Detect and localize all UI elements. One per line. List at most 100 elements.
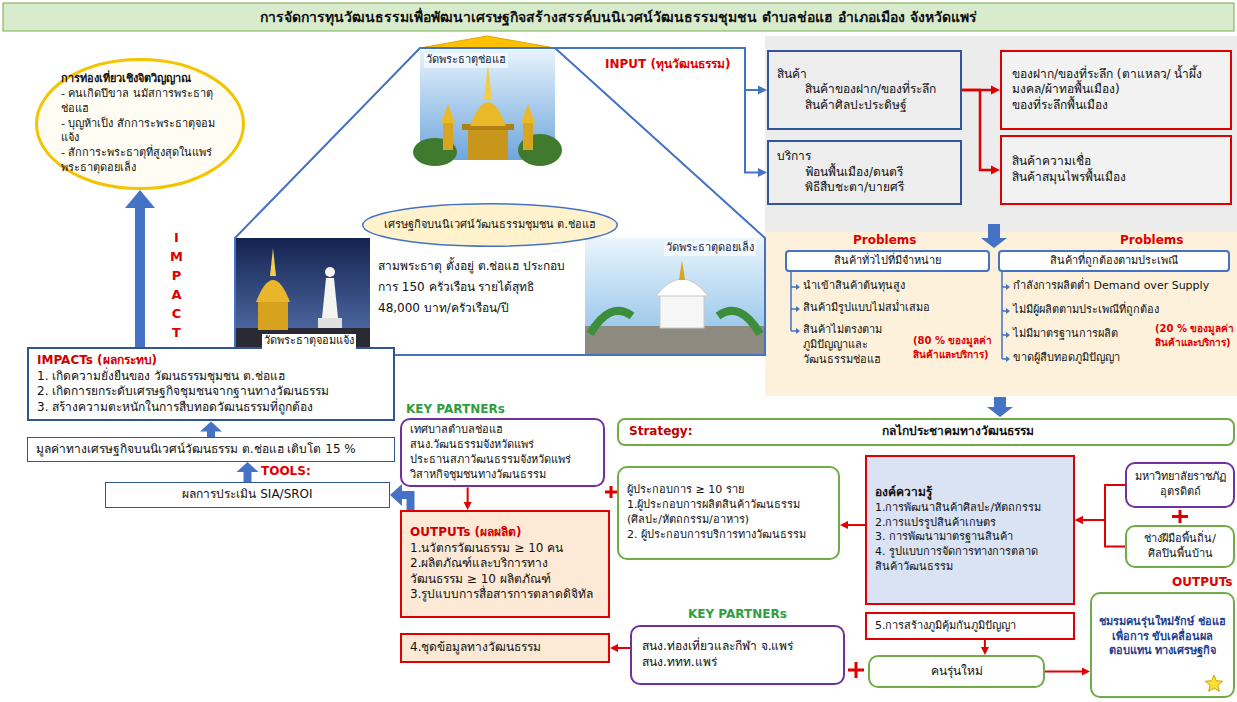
impact-box: IMPACTs (ผลกระทบ)1. เกิดความยั่งยืนของ ว… [27, 347, 395, 421]
roof-peak [420, 36, 555, 48]
arrow-head [390, 484, 402, 506]
naga [718, 311, 760, 334]
problem-item: กำลังการผลิตต่ำ Demand over Supply [1013, 279, 1209, 294]
small-stupa [443, 122, 453, 150]
node-text: 2.การแปรรูปสินค้าเกษตร [875, 516, 1065, 531]
impact-letters: IMPACT [170, 228, 183, 342]
block-arrow [981, 224, 1007, 248]
node-text: สนง.วัฒนธรรมจังหวัดแพร่ [410, 438, 595, 453]
connector-line [848, 524, 866, 526]
stupa-spire [270, 248, 276, 276]
bracket-head [1006, 332, 1010, 338]
buddha-head [325, 267, 335, 277]
problem-item: นำเข้าสินค้าต้นทุนสูง [803, 279, 905, 294]
connector [237, 462, 259, 482]
problem-item: ขาดผู้สืบทอดภูมิปัญญา [1013, 351, 1120, 366]
node-text: - คนเกิดปีขาล นมัสการพระธาตุช่อแฮ [61, 87, 223, 117]
connector [125, 190, 155, 347]
node-text: การท่องเที่ยวเชิงจิตวิญญาณ [61, 72, 223, 87]
outer-heading: TOOLS: [261, 464, 311, 480]
outer-heading: KEY PARTNERs [406, 402, 505, 418]
bracket-head [1006, 308, 1010, 314]
connector [1075, 516, 1125, 547]
node-text: สามพระธาตุ ตั้งอยู่ ต.ช่อแฮ ประกอบการ 15… [378, 256, 573, 319]
connector-line [555, 48, 758, 173]
node-text: บริการ [777, 149, 952, 165]
plus-sign [605, 486, 617, 498]
node-text: 4. รูปแบบการจัดการทางการตลาดสินค้าวัฒนธร… [875, 545, 1065, 575]
goods-box: สินค้าสินค้าของฝาก/ของที่ระลึกสินค้าศิลป… [767, 50, 962, 130]
ellipse-shape [37, 60, 244, 189]
block-arrow [987, 397, 1013, 417]
node-text: Strategy: [629, 424, 692, 440]
youth-box: คนรุ่นใหม่ [868, 655, 1045, 688]
node-text: 4.ชุดข้อมูลทางวัฒนธรรม [410, 640, 600, 656]
photo-sky [235, 238, 370, 355]
node-text: มหาวิทยาลัยราชภัฏ อุตรดิตถ์ [1132, 470, 1228, 500]
house-shape [235, 48, 765, 355]
node-text: สินค้าความเชื่อ [1012, 154, 1220, 170]
knowledge-box: 5.การสร้างภูมิคุ้มกันภูมิปัญญา [865, 612, 1075, 640]
node-text: 2. เกิดการยกระดับเศรษฐกิจชุมชนจากฐานทางว… [37, 384, 385, 400]
node-text: สินค้าศิลปะประดิษฐ์ [777, 98, 952, 114]
arrow-head [1082, 668, 1090, 676]
output-box: OUTPUTs (ผลผลิต)1.นวัตกรวัฒนธรรม ≥ 10 คน… [400, 510, 610, 618]
partner-box: KEY PARTNERsสนง.ท่องเที่ยวและกีฬา จ.แพร่… [630, 625, 845, 685]
arrow-head [991, 166, 1000, 175]
share-note: (80 % ของมูลค่า สินค้าและบริการ) [913, 334, 993, 361]
connector-line [962, 90, 992, 170]
arrow-head [125, 190, 155, 208]
economy-ellipse: เศรษฐกิจบนนิเวศน์วัฒนธรรมชุมชน ต.ช่อแฮ [362, 203, 618, 247]
node-text: องค์ความรู้ [875, 485, 1065, 501]
tools-box: TOOLS:ผลการประเมิน SIA/SROI [105, 482, 390, 508]
buddha-statue [322, 278, 338, 318]
photo-ground [585, 326, 765, 355]
input-panel [765, 36, 1237, 232]
node-text: กลไกประชาคมทางวัฒนธรรม [692, 424, 1223, 440]
souvenir-box: ของฝาก/ของที่ระลึก (ตาแหลว/ น้ำผึ้งมงคล/… [1000, 50, 1232, 130]
node-text: 1.นวัตกรวัฒนธรรม ≥ 10 คน [410, 541, 600, 557]
arrow-head [758, 168, 767, 177]
node-text: 3. สร้างความตะหนักในการสืบทอดวัฒนธรรมที่… [37, 400, 385, 416]
node-text: 1.ผู้ประกอบการผลิตสินค้าวัฒนธรรม (ศิลปะ/… [627, 498, 830, 528]
node-text: IMPACTs (ผลกระทบ) [37, 353, 385, 369]
problem-item: ไม่มีผู้ผลิตตามประเพณีที่ถูกต้อง [1013, 303, 1159, 318]
connector-line [1083, 520, 1126, 547]
bracket-head [1006, 356, 1010, 362]
problem-box: Problemsสินค้าทั่วไปที่มีจำหน่าย [785, 250, 990, 272]
outer-heading: Problems [1120, 233, 1183, 249]
connector [200, 421, 222, 437]
node-text: 2. ผู้ประกอบการบริการทางวัฒนธรรม [627, 528, 830, 543]
problem-item: สินค้าไม่ตรงตามภูมิปัญญาและ วัฒนธรรมช่อแ… [803, 323, 910, 368]
connector [1075, 485, 1125, 524]
node-text: - บุญห้าเป็ง สักการะพระธาตุจอมแจ้ง [61, 117, 223, 147]
bracket-head [796, 306, 800, 312]
bracket-line [791, 272, 797, 331]
connector [610, 644, 630, 652]
input-label: INPUT (ทุนวัฒนธรรม) [605, 56, 730, 72]
node-text: 1. เกิดความยั่งยืนของ วัฒนธรรมชุมชน ต.ช่… [37, 369, 385, 385]
connector-line [467, 487, 469, 502]
small-stupa-top [521, 104, 535, 123]
node-text: ชมรมคนรุ่นใหม่รักษ์ ช่อแฮเพื่อการ ขับเคล… [1098, 615, 1227, 660]
node-text: OUTPUTs (ผลผลิต) [410, 525, 600, 541]
node-text: ผู้ประกอบการ ≥ 10 ราย [627, 483, 830, 498]
stupa-base [660, 294, 704, 328]
arrow-head [991, 86, 1000, 95]
bracket-head [796, 284, 800, 290]
node-text: เศรษฐกิจบนนิเวศน์วัฒนธรรมชุมชน ต.ช่อแฮ [380, 218, 600, 233]
service-box: บริการฟ้อนพื้นเมือง/ดนตรีพิธีสืบชะตา/บาย… [767, 140, 962, 205]
connector-line [1045, 671, 1083, 673]
node-text: 3.รูปแบบการสื่อสารการตลาดดิจิทัล [410, 587, 600, 603]
connector-line [984, 640, 986, 648]
photo-caption: วัดพระธาตุช่อแฮ [424, 53, 508, 68]
node-text: สินค้าทั่วไปที่มีจำหน่าย [793, 254, 982, 269]
small-stupa-top [441, 104, 455, 123]
stupa-base [258, 300, 288, 330]
knowledge-box: องค์ความรู้1.การพัฒนาสินค้าศิลปะ/หัตถกรร… [865, 455, 1075, 605]
output-box: 4.ชุดข้อมูลทางวัฒนธรรม [400, 633, 610, 663]
photo-chosae [413, 50, 562, 166]
photo-caption: วัดพระธาตุดอยเล็ง [664, 241, 756, 256]
strategy-band: Strategy:กลไกประชาคมทางวัฒนธรรม [617, 418, 1235, 446]
problems-panel [765, 232, 1237, 396]
